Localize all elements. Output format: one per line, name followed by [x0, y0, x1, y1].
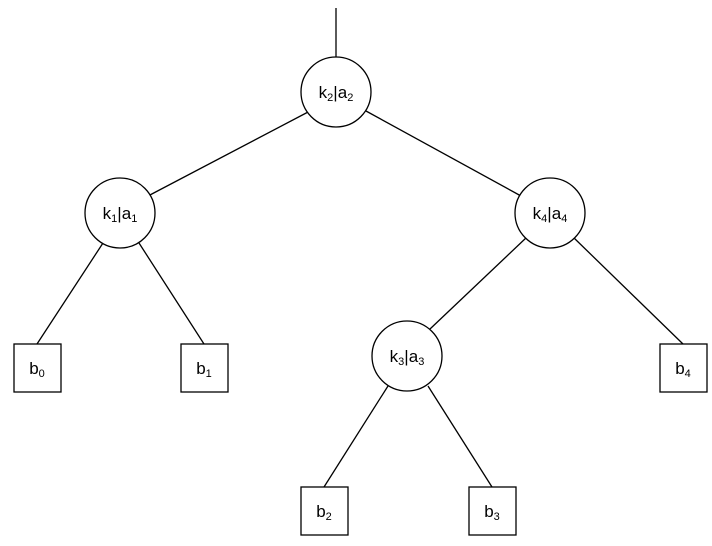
node-label-k3: k3|a3: [390, 347, 425, 368]
tree-leaf-b2: b2: [300, 486, 349, 536]
edge-k1-b1: [138, 242, 205, 345]
tree-leaf-b1: b1: [180, 343, 229, 393]
tree-leaf-b0: b0: [13, 343, 62, 393]
edge-k3-b2: [323, 385, 389, 488]
leaf-label-b0: b0: [29, 359, 45, 380]
edge-k1-b0: [36, 242, 104, 345]
edge-k2-k1: [147, 110, 311, 197]
leaf-label-b1: b1: [196, 359, 212, 380]
tree-node-k1: k1|a1: [84, 177, 156, 249]
node-label-k4: k4|a4: [533, 204, 568, 225]
tree-node-k2: k2|a2: [300, 56, 372, 128]
edge-k3-b3: [427, 385, 493, 488]
leaf-label-b4: b4: [675, 359, 691, 380]
node-label-k2: k2|a2: [319, 83, 354, 104]
tree-leaf-b3: b3: [468, 486, 517, 536]
tree-node-k4: k4|a4: [514, 177, 586, 249]
leaf-label-b2: b2: [316, 502, 332, 523]
node-label-k1: k1|a1: [103, 204, 138, 225]
edge-k4-b4: [572, 236, 684, 345]
edge-k4-k3: [429, 236, 528, 330]
leaf-label-b3: b3: [484, 502, 500, 523]
tree-leaf-b4: b4: [659, 343, 708, 393]
edge-k2-k4: [365, 110, 522, 197]
tree-node-k3: k3|a3: [371, 320, 443, 392]
